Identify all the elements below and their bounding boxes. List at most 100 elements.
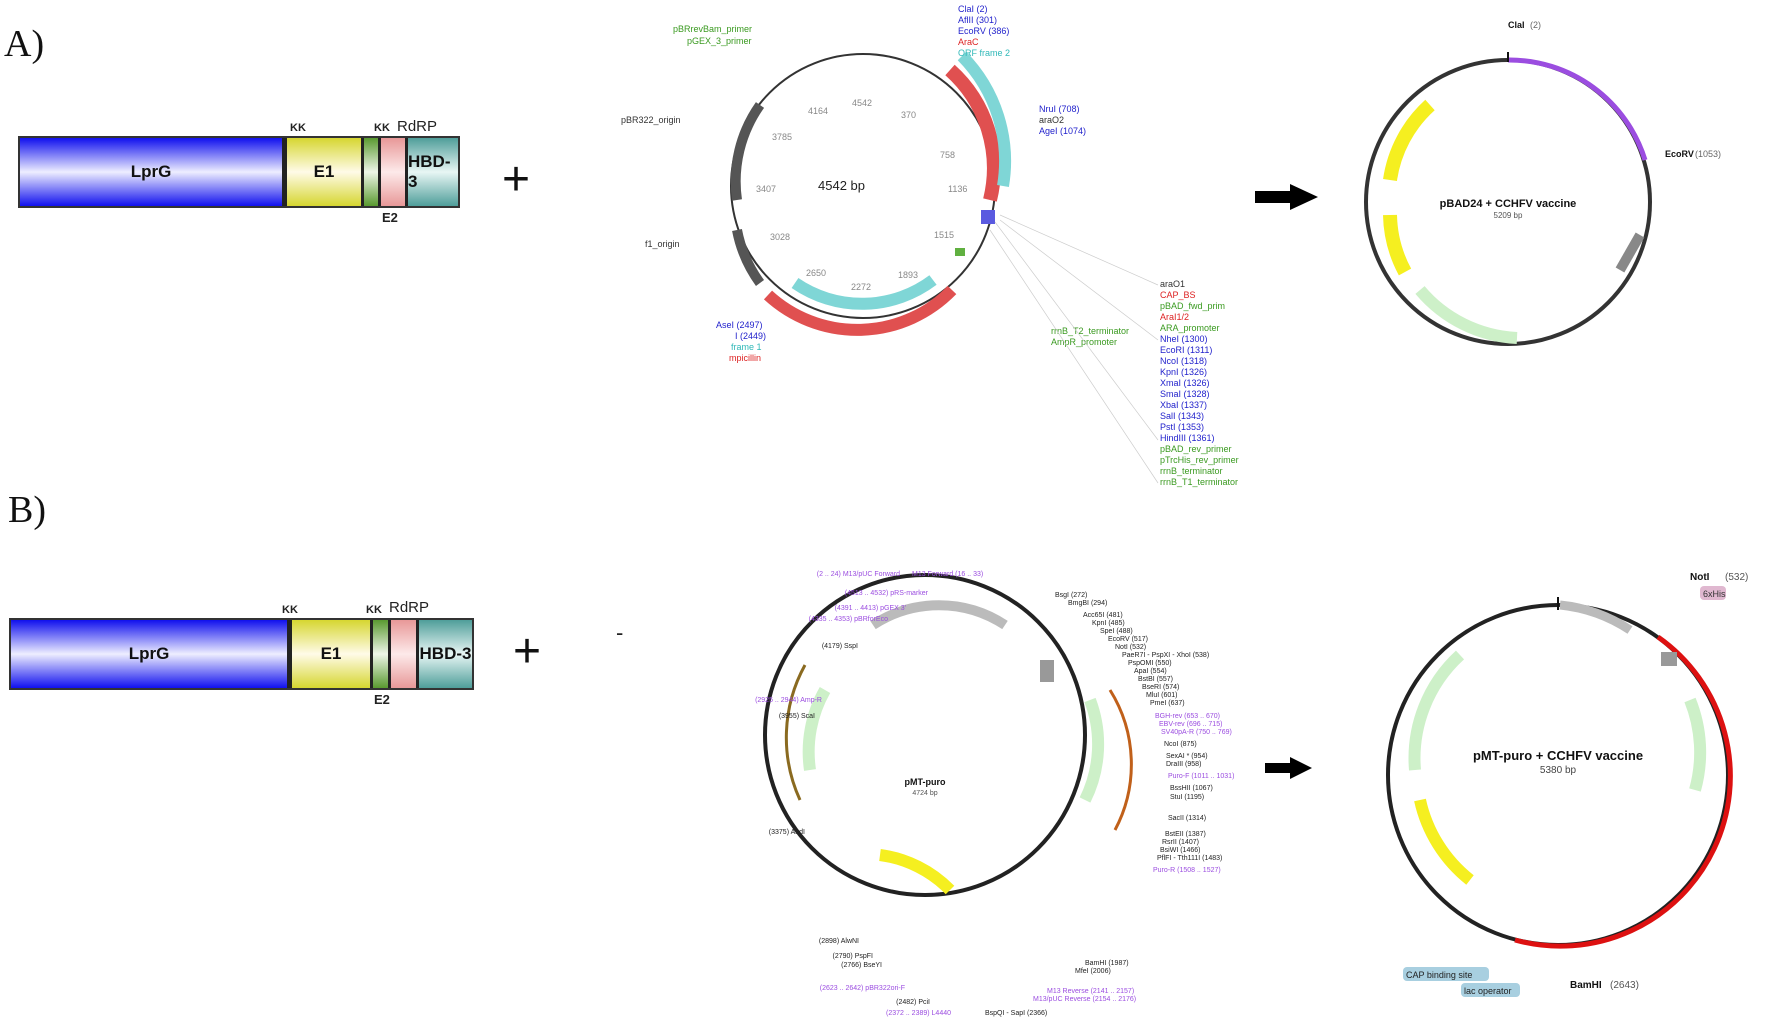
- svg-text:AraC: AraC: [958, 37, 979, 47]
- svg-text:5209 bp: 5209 bp: [1494, 211, 1523, 220]
- segment-hbd3: HBD-3: [419, 620, 472, 688]
- svg-text:4542: 4542: [852, 98, 872, 108]
- svg-text:NotI (532): NotI (532): [1115, 644, 1146, 651]
- linker: [388, 620, 391, 688]
- svg-text:ClaI (2): ClaI (2): [958, 4, 988, 14]
- construct-a: LprG E1 HBD-3: [18, 136, 460, 208]
- linker-label: KK: [366, 604, 382, 616]
- svg-text:EcoRV (386): EcoRV (386): [958, 26, 1009, 36]
- svg-text:KpnI (1326): KpnI (1326): [1160, 367, 1207, 377]
- svg-text:BssHII (1067): BssHII (1067): [1170, 785, 1213, 792]
- vector-size: 4542 bp: [818, 178, 865, 193]
- svg-text:Acc65I (481): Acc65I (481): [1083, 612, 1123, 619]
- svg-text:(4391 .. 4413) pGEX 3': (4391 .. 4413) pGEX 3': [835, 605, 906, 612]
- svg-text:3028: 3028: [770, 232, 790, 242]
- svg-text:ORF frame 2: ORF frame 2: [958, 48, 1010, 58]
- svg-text:M13/pUC Reverse (2154 .. 2176): M13/pUC Reverse (2154 .. 2176): [1033, 996, 1136, 1003]
- svg-text:SmaI (1328): SmaI (1328): [1160, 389, 1210, 399]
- svg-text:M13 Forward (16 .. 33): M13 Forward (16 .. 33): [912, 571, 983, 578]
- svg-text:PmeI (637): PmeI (637): [1150, 700, 1185, 707]
- linker-label: KK: [290, 122, 306, 134]
- svg-text:ARA_promoter: ARA_promoter: [1160, 323, 1220, 333]
- svg-text:EcoRI (1311): EcoRI (1311): [1160, 345, 1212, 355]
- svg-text:pBRrevBam_primer: pBRrevBam_primer: [673, 24, 752, 34]
- svg-text:NcoI (1318): NcoI (1318): [1160, 356, 1207, 366]
- svg-text:758: 758: [940, 150, 955, 160]
- svg-text:DraIII (958): DraIII (958): [1166, 761, 1201, 768]
- svg-text:BsiWI (1466): BsiWI (1466): [1160, 847, 1200, 854]
- svg-text:EcoRV (517): EcoRV (517): [1108, 636, 1148, 643]
- linker: [405, 138, 408, 206]
- svg-text:4724 bp: 4724 bp: [912, 790, 937, 797]
- linker: [282, 138, 287, 206]
- svg-text:araO1: araO1: [1160, 279, 1185, 289]
- segment-lprg: LprG: [11, 620, 287, 688]
- svg-text:BGH-rev (653 .. 670): BGH-rev (653 .. 670): [1155, 713, 1220, 720]
- svg-text:(2372 .. 2389) L4440: (2372 .. 2389) L4440: [886, 1010, 951, 1017]
- svg-text:BamHI: BamHI: [1570, 980, 1602, 991]
- svg-text:BsgI (272): BsgI (272): [1055, 592, 1087, 599]
- svg-text:SpeI (488): SpeI (488): [1100, 628, 1133, 635]
- arrow-icon: [1255, 184, 1318, 210]
- e2-label: E2: [374, 692, 390, 707]
- svg-text:BseRI (574): BseRI (574): [1142, 684, 1179, 691]
- svg-text:lac operator: lac operator: [1464, 986, 1512, 996]
- svg-text:EcoRV: EcoRV: [1665, 149, 1694, 159]
- e2-label: E2: [382, 210, 398, 225]
- svg-text:(2623 .. 2642) pBR322ori-F: (2623 .. 2642) pBR322ori-F: [820, 985, 905, 992]
- svg-text:AflII (301): AflII (301): [958, 15, 997, 25]
- svg-text:5380 bp: 5380 bp: [1540, 765, 1577, 776]
- svg-text:BspQI - SapI (2366): BspQI - SapI (2366): [985, 1010, 1047, 1017]
- svg-text:NcoI (875): NcoI (875): [1164, 741, 1197, 748]
- svg-text:370: 370: [901, 110, 916, 120]
- svg-text:NotI: NotI: [1690, 572, 1710, 583]
- svg-text:MluI (601): MluI (601): [1146, 692, 1178, 699]
- svg-text:Puro-R (1508 .. 1527): Puro-R (1508 .. 1527): [1153, 867, 1221, 874]
- svg-text:pMT-puro: pMT-puro: [905, 777, 946, 787]
- svg-text:NruI (708): NruI (708): [1039, 104, 1080, 114]
- svg-text:3407: 3407: [756, 184, 776, 194]
- svg-text:BmgBI (294): BmgBI (294): [1068, 600, 1107, 607]
- svg-text:rrnB_T1_terminator: rrnB_T1_terminator: [1160, 477, 1238, 487]
- svg-text:Puro-F (1011 .. 1031): Puro-F (1011 .. 1031): [1168, 773, 1234, 780]
- site-list-right: BsgI (272) BmgBI (294) Acc65I (481) KpnI…: [1055, 592, 1234, 874]
- panel-b-label: B): [8, 489, 46, 531]
- svg-text:CAP_BS: CAP_BS: [1160, 290, 1196, 300]
- svg-text:BamHI (1987): BamHI (1987): [1085, 960, 1129, 967]
- svg-text:mpicillin: mpicillin: [729, 353, 761, 363]
- svg-text:(3375) AhdI: (3375) AhdI: [769, 829, 805, 836]
- svg-text:PflFI - Tth111I (1483): PflFI - Tth111I (1483): [1157, 855, 1222, 862]
- svg-text:ClaI: ClaI: [1508, 20, 1525, 30]
- svg-text:XbaI (1337): XbaI (1337): [1160, 400, 1207, 410]
- svg-text:pGEX_3_primer: pGEX_3_primer: [687, 36, 752, 46]
- segment-lprg: LprG: [20, 138, 282, 206]
- construct-b: LprG E1 HBD-3: [9, 618, 474, 690]
- linker-label: KK: [282, 604, 298, 616]
- feature-list: araO1 CAP_BS pBAD_fwd_prim AraI1/2 ARA_p…: [1160, 279, 1239, 487]
- svg-text:(2790) PspFI: (2790) PspFI: [833, 953, 874, 960]
- segment-e2: [364, 138, 378, 206]
- svg-text:(2643): (2643): [1610, 980, 1639, 991]
- svg-text:AgeI (1074): AgeI (1074): [1039, 126, 1086, 136]
- svg-text:(2925 .. 2944) Amp-R: (2925 .. 2944) Amp-R: [755, 697, 822, 704]
- svg-text:1515: 1515: [934, 230, 954, 240]
- svg-text:StuI (1195): StuI (1195): [1170, 794, 1204, 801]
- svg-text:frame 1: frame 1: [731, 342, 762, 352]
- linker: [287, 620, 292, 688]
- svg-text:PaeR7I - PspXI - XhoI (538): PaeR7I - PspXI - XhoI (538): [1122, 652, 1209, 659]
- svg-text:1136: 1136: [948, 184, 967, 194]
- svg-text:(2482) PciI: (2482) PciI: [896, 999, 930, 1006]
- svg-text:(4179) SspI: (4179) SspI: [822, 643, 858, 650]
- svg-text:SalI (1343): SalI (1343): [1160, 411, 1204, 421]
- segment-rdrp: [391, 620, 416, 688]
- segment-e1: E1: [287, 138, 361, 206]
- svg-text:f1_origin: f1_origin: [645, 239, 680, 249]
- svg-text:pBR322_origin: pBR322_origin: [621, 115, 681, 125]
- svg-text:(1053): (1053): [1695, 149, 1721, 159]
- svg-text:KpnI (485): KpnI (485): [1092, 620, 1125, 627]
- svg-text:EBV-rev (696 .. 715): EBV-rev (696 .. 715): [1159, 721, 1222, 728]
- segment-e2: [373, 620, 388, 688]
- svg-text:M13 Reverse (2141 .. 2157): M13 Reverse (2141 .. 2157): [1047, 988, 1134, 995]
- result-map-title: pBAD24 + CCHFV vaccine: [1440, 198, 1577, 210]
